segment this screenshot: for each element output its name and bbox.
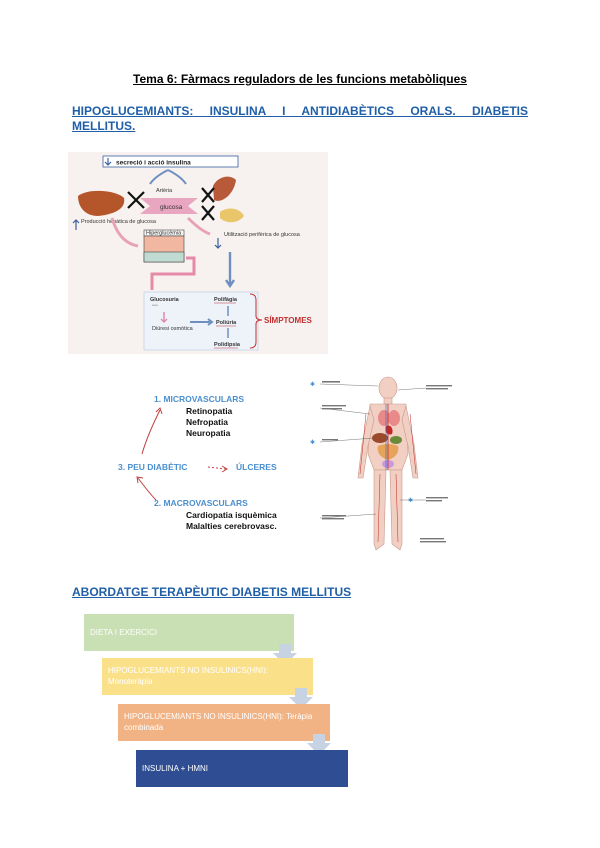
diagram-header: secreció i acció insulina bbox=[116, 160, 191, 167]
hiperglucemia-label: Hiperglucèmia bbox=[146, 231, 182, 237]
flow-step-dieta: DIETA I EXERCICI bbox=[84, 614, 294, 651]
flow-step-combinada: HIPOGLUCEMIANTS NO INSULINICS(HNI): Terà… bbox=[118, 704, 330, 741]
star-2: ✱ bbox=[310, 439, 315, 446]
micro-heading: 1. MICROVASCULARS bbox=[154, 394, 244, 404]
flow-step-insulina: INSULINA + HMNI bbox=[136, 750, 348, 787]
utilitzacio-label: Utilització perifèrica de glucosa bbox=[224, 232, 301, 238]
document-title: Tema 6: Fàrmacs reguladors de les funcio… bbox=[133, 72, 467, 86]
ulceres-label: ÚLCERES bbox=[236, 461, 277, 472]
section-heading-hipoglucemiants: HIPOGLUCEMIANTS: INSULINA I ANTIDIABÈTIC… bbox=[72, 104, 528, 133]
human-body-illustration: ✱ ✱ ✱ bbox=[308, 374, 456, 560]
poliuria-label: Poliúria bbox=[216, 320, 237, 326]
simptomes-label: SÍMPTOMES bbox=[264, 316, 313, 325]
polidipsia-label: Polidipsia bbox=[214, 342, 241, 348]
insulin-action-diagram: secreció i acció insulina Artèria glucos… bbox=[68, 152, 328, 354]
flow-step-monoterapia: HIPOGLUCEMIANTS NO INSULINICS(HNI): Mono… bbox=[102, 658, 313, 695]
glucosa-label: glucosa bbox=[160, 204, 183, 211]
glucosuria-dots: ◦◦◦ bbox=[152, 303, 158, 309]
glucosuria-label: Glucosuria bbox=[150, 297, 180, 303]
star-3: ✱ bbox=[408, 497, 413, 504]
macro-item-cerebrovasc: Malalties cerebrovasc. bbox=[186, 521, 277, 531]
polifagia-label: Polifàgia bbox=[214, 297, 238, 303]
arteria-label: Artèria bbox=[156, 188, 173, 194]
micro-item-neuropatia: Neuropatia bbox=[186, 428, 231, 438]
complications-diagram: 1. MICROVASCULARS Retinopatia Nefropatia… bbox=[118, 394, 277, 531]
macro-heading: 2. MACROVASCULARS bbox=[154, 498, 248, 508]
star-1: ✱ bbox=[310, 381, 315, 388]
micro-item-nefropatia: Nefropatia bbox=[186, 417, 228, 427]
macro-item-cardiopatia: Cardiopatia isquèmica bbox=[186, 510, 277, 520]
micro-item-retinopatia: Retinopatia bbox=[186, 406, 233, 416]
peu-diabetic-label: 3. PEU DIABÈTIC bbox=[118, 462, 187, 472]
diuresi-label: Diüresi osmòtica bbox=[152, 326, 194, 332]
section-heading-abordatge: ABORDATGE TERAPÈUTIC DIABETIS MELLITUS bbox=[72, 585, 352, 599]
produccio-label: Producció hepàtica de glucosa bbox=[81, 219, 157, 225]
